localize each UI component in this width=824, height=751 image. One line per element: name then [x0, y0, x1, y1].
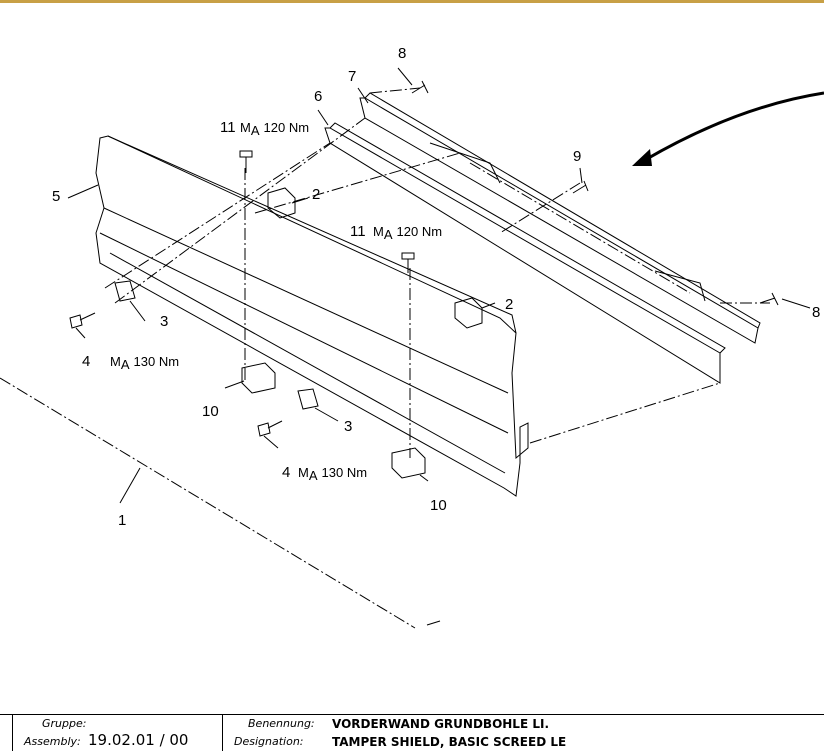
designation-value: TAMPER SHIELD, BASIC SCREED LE	[332, 735, 567, 749]
callout-labels: 8 7 6 5 2 2 3 3 4 4 10 10 1 9 8 11 11	[52, 45, 820, 529]
title-block: Gruppe: Assembly: 19.02.01 / 00 Benennun…	[0, 714, 824, 751]
callout-2-lower: 2	[505, 296, 513, 313]
callout-11-upper: 11	[220, 119, 236, 136]
bolt-4-left	[69, 312, 96, 329]
block-2-lower	[454, 297, 483, 329]
callout-4-left: 4	[82, 353, 90, 370]
base-frame-outline-end	[426, 620, 441, 626]
benennung-value: VORDERWAND GRUNDBOHLE LI.	[332, 717, 550, 731]
callout-9: 9	[573, 148, 581, 165]
callout-1: 1	[118, 512, 126, 529]
title-block-margin	[0, 715, 13, 751]
rail-6	[324, 122, 726, 384]
assembly-number: 19.02.01 / 00	[88, 731, 189, 749]
callout-8-top: 8	[398, 45, 406, 62]
leader-lines	[67, 67, 811, 504]
callout-4-right: 4	[282, 464, 290, 481]
screw-8-right	[759, 292, 779, 306]
assembly-cell: Gruppe: Assembly: 19.02.01 / 00	[12, 715, 223, 751]
block-10-right	[391, 447, 426, 479]
callout-7: 7	[348, 68, 356, 85]
plate-3-left	[114, 280, 136, 302]
callout-8-right: 8	[812, 304, 820, 321]
bolt-11-right	[401, 252, 415, 273]
benennung-label: Benennung:	[248, 717, 315, 730]
callout-3-left: 3	[160, 313, 168, 330]
group-label: Gruppe:	[42, 717, 87, 730]
plate-3-right	[297, 388, 319, 410]
callout-5: 5	[52, 188, 60, 205]
block-10-left	[241, 362, 276, 394]
bolt-4-right	[257, 420, 283, 437]
callout-10-right: 10	[430, 497, 447, 514]
callout-2-upper: 2	[312, 186, 320, 203]
callout-3-right: 3	[344, 418, 352, 435]
tamper-shield-plate	[95, 135, 529, 497]
exploded-parts-diagram: 8 7 6 5 2 2 3 3 4 4 10 10 1 9 8 11 11 MA…	[0, 45, 824, 629]
screw-9	[572, 180, 589, 194]
header-accent-bar	[0, 0, 824, 3]
bolt-11-left	[239, 150, 253, 173]
designation-cell: Benennung: VORDERWAND GRUNDBOHLE LI. Des…	[222, 715, 824, 751]
base-frame-outline	[0, 377, 416, 629]
assembly-label: Assembly:	[24, 735, 81, 748]
screw-8-top	[411, 80, 429, 94]
callout-10-left: 10	[202, 403, 219, 420]
callout-11-lower: 11	[350, 223, 366, 240]
block-2-upper	[267, 187, 296, 219]
rotation-arrow	[644, 91, 824, 162]
designation-label: Designation:	[234, 735, 304, 748]
callout-6: 6	[314, 88, 322, 105]
